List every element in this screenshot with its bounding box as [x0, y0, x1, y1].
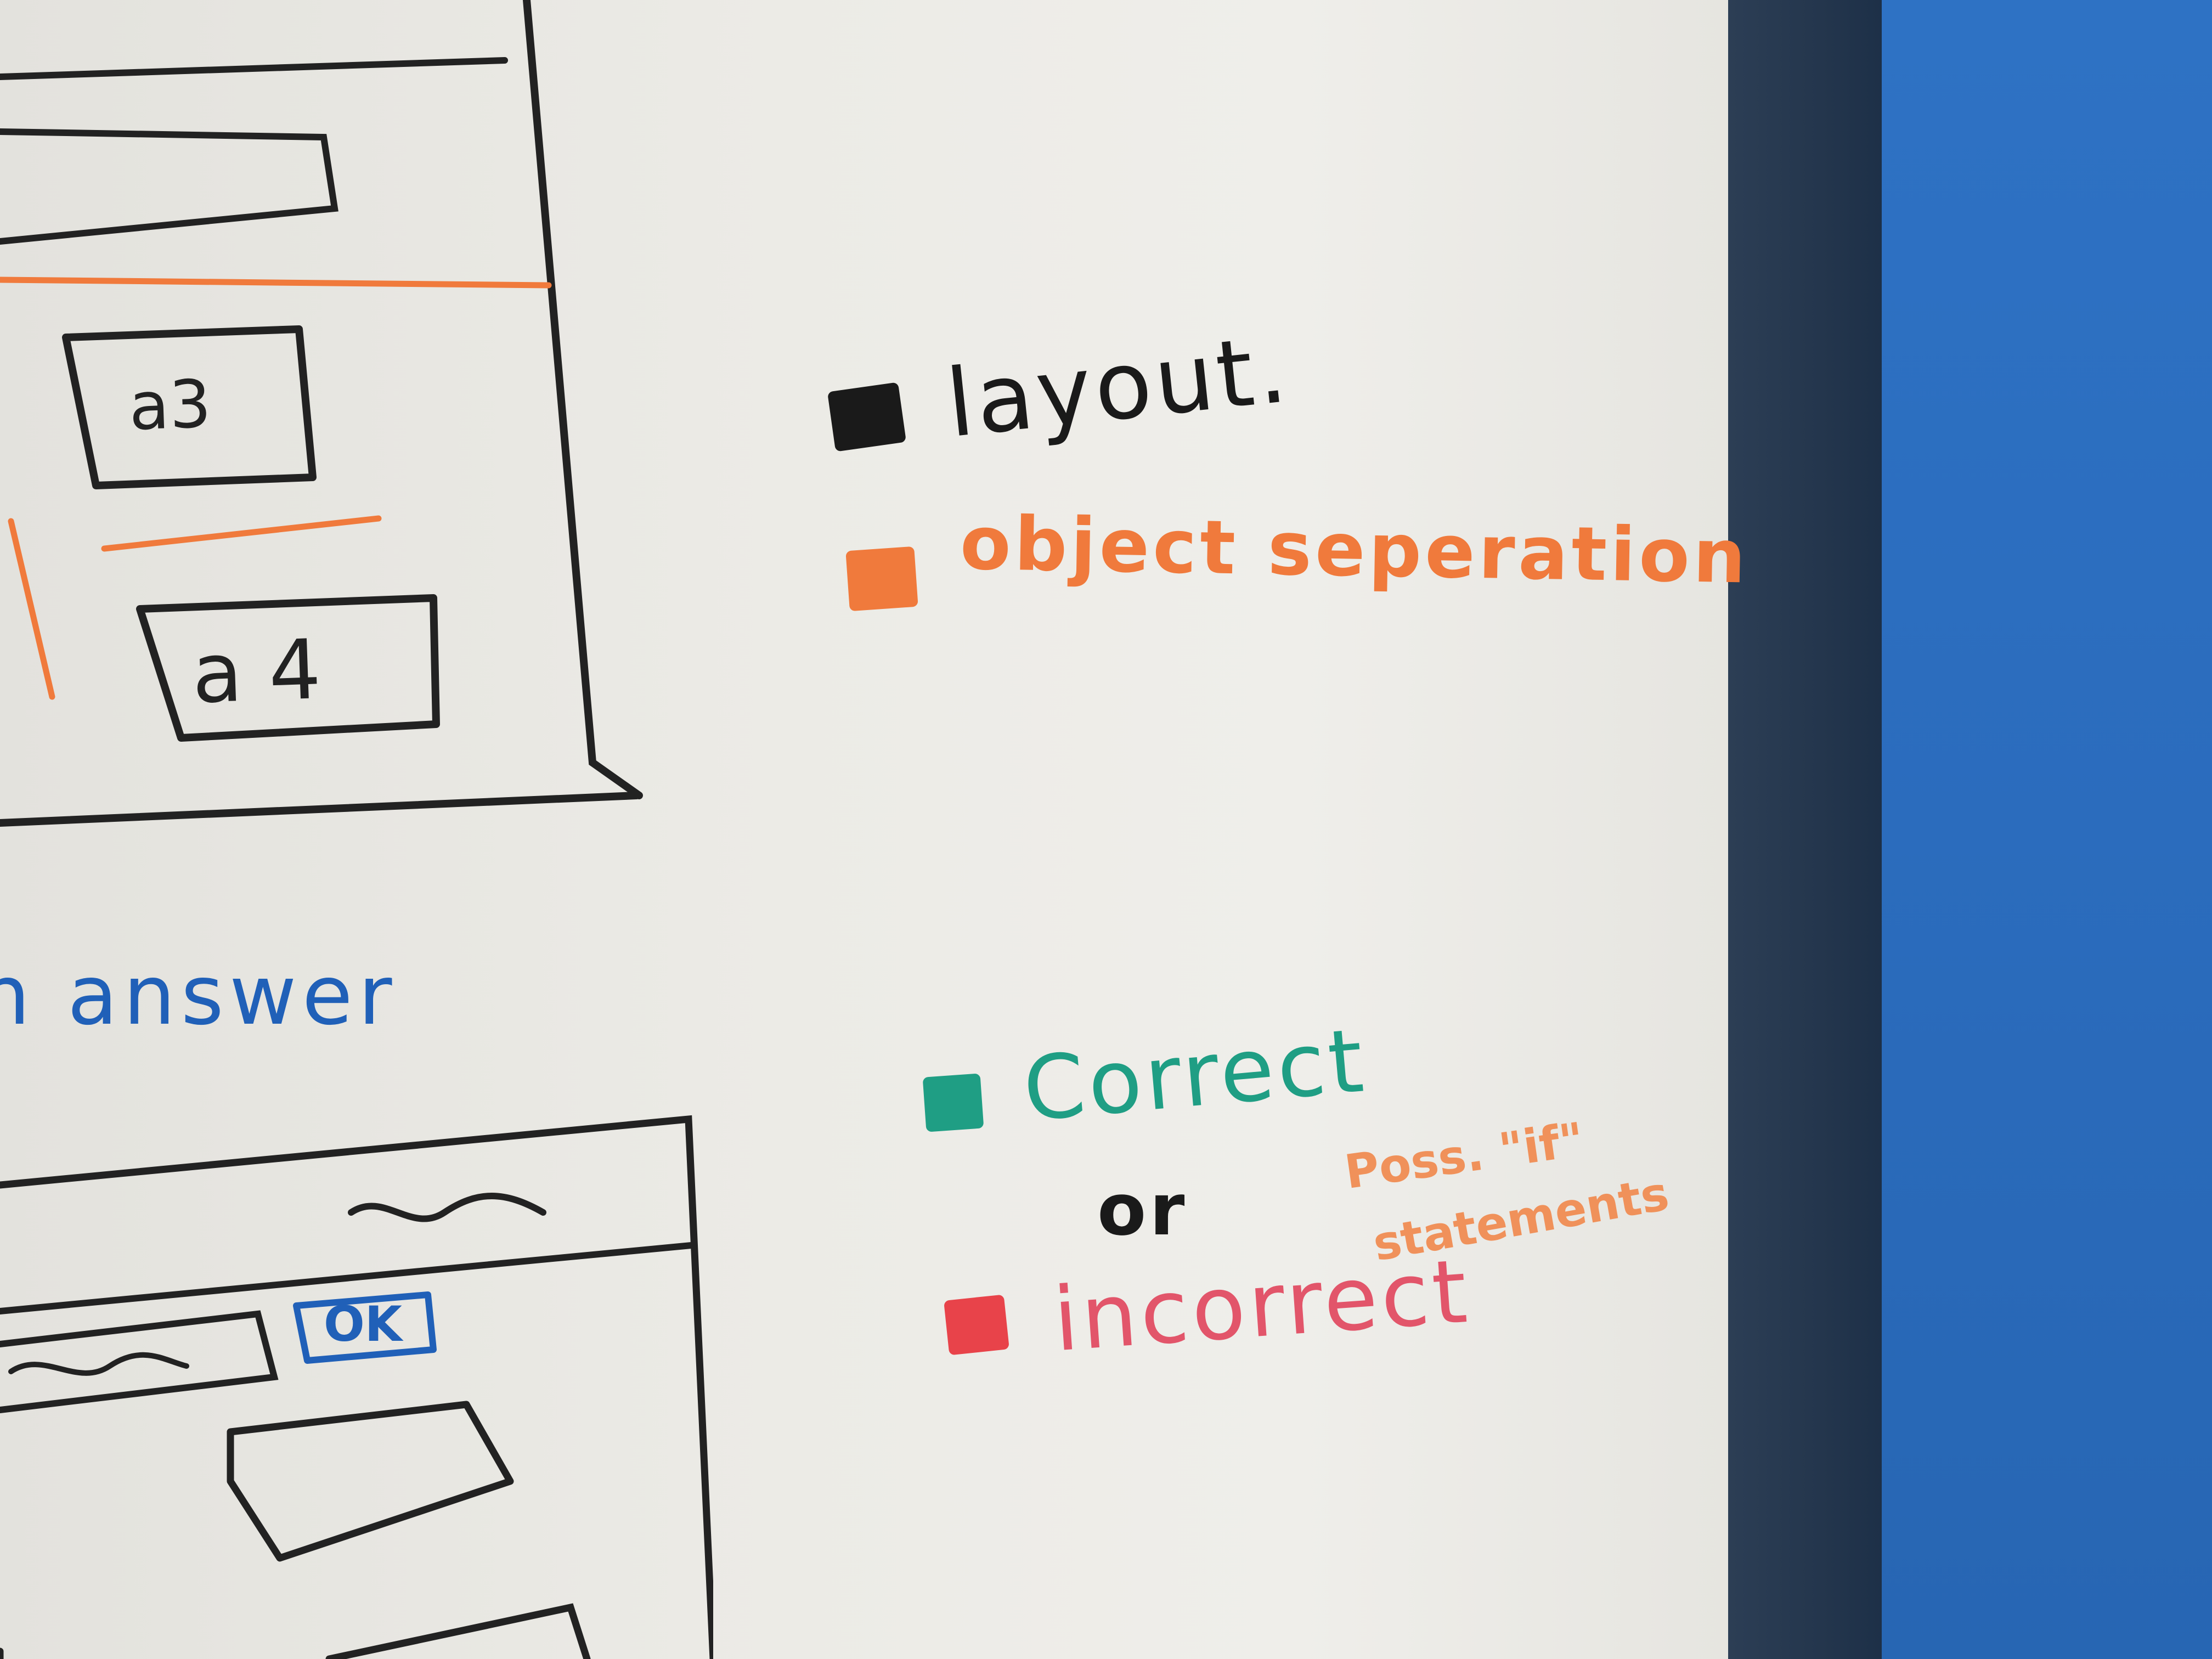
whiteboard-frame-edge: [1728, 0, 1882, 1659]
object-separation-swatch: [845, 546, 918, 612]
answer-text: n answer: [0, 948, 398, 1043]
or-label: or: [1097, 1168, 1188, 1251]
orange-vertical: [8, 518, 55, 700]
bottom-panel-header-line: [0, 1242, 695, 1314]
orange-divider-2: [101, 515, 382, 552]
orange-divider-1: [0, 276, 552, 289]
wireframe-sketch: [0, 0, 713, 1659]
top-panel-bottom-edge: [0, 792, 640, 827]
incorrect-swatch: [944, 1294, 1009, 1356]
box-a4-label: a 4: [190, 622, 323, 723]
blue-wall: [1882, 0, 2212, 1659]
ok-button-label: OK: [324, 1296, 402, 1352]
top-input-field: [0, 128, 338, 245]
answer-input-field: [0, 1310, 279, 1413]
box-a4-outline: [136, 594, 440, 742]
lower-box-outline: [227, 1401, 514, 1562]
ok-button-outline: [293, 1291, 437, 1364]
bottom-partial-box: [0, 1603, 591, 1659]
box-a3-outline: [62, 325, 317, 489]
correct-swatch: [922, 1073, 984, 1132]
object-separation-label: object seperation: [959, 500, 1750, 600]
bottom-panel-outline: [0, 1115, 713, 1659]
top-panel-header-line: [0, 57, 508, 80]
top-panel-outline: [523, 0, 643, 799]
box-a3-label: a3: [127, 366, 213, 445]
answer-input-squiggle: [8, 1352, 189, 1376]
layout-swatch: [827, 382, 907, 452]
whiteboard: [0, 0, 1731, 1659]
squiggle-title: [348, 1193, 546, 1222]
